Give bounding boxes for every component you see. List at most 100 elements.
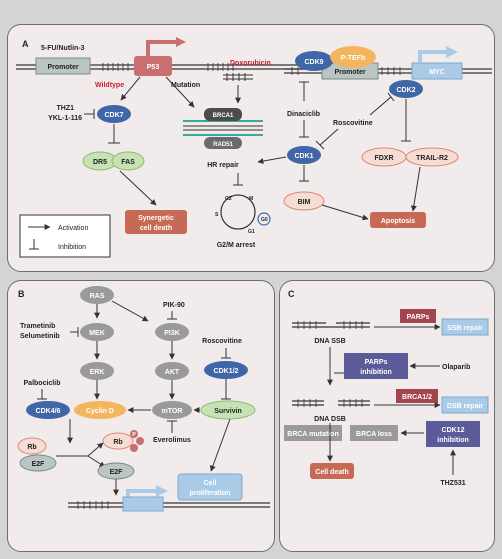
ras-to-pi3k-arrow <box>111 300 149 322</box>
dsb-repair-label: DSB repair <box>447 403 483 410</box>
thz531-label: THZ531 <box>440 480 465 487</box>
ssb-repair-label: SSB repair <box>447 325 483 332</box>
trametinib-label: Trametinib <box>20 323 55 330</box>
everolimus-label: Everolimus <box>153 437 191 444</box>
cdk46-node <box>26 401 70 419</box>
hr-complex <box>183 108 263 149</box>
cdk46-label: CDK4/6 <box>36 408 61 415</box>
synergetic-label-1: Synergetic <box>138 215 174 222</box>
dinaciclib-label: Dinaciclib <box>287 111 320 118</box>
cdk1-node <box>287 146 321 164</box>
brca-mutation-box <box>284 425 342 441</box>
panel-c-letter: C <box>288 289 295 299</box>
ptefb-node <box>330 46 376 68</box>
cell-death-box <box>310 463 354 479</box>
cdk2-label: CDK2 <box>396 87 415 94</box>
dna-rungs-right <box>291 67 401 75</box>
trail-node <box>405 147 459 167</box>
brca12-label: BRCA1/2 <box>402 394 432 401</box>
selumetinib-label: Selumetinib <box>20 333 60 340</box>
junction-to-e2f-arrow <box>87 455 106 468</box>
e2f-node <box>19 454 57 472</box>
parps-box <box>400 309 436 323</box>
g1-label: G1 <box>248 229 255 235</box>
survivin-to-prolif-arrow <box>210 418 231 472</box>
panel-b: B RAS PIK-90 Trametinib Selumetinib MEK … <box>7 280 275 552</box>
promoter-box <box>35 57 91 75</box>
panel-a-diagram: A 5-FU/Nutlin-3 Promoter P53 Wildtype Mu… <box>16 37 492 258</box>
panel-c-diagram: C DNA SSB PARPs SSB repair PARPs inhibit… <box>284 289 489 487</box>
legend-inhibition-label: Inhibition <box>58 244 86 251</box>
p53-label: P53 <box>147 64 160 71</box>
mtor-label: mTOR <box>162 408 183 415</box>
ssb-repair-box <box>441 318 489 336</box>
cdk12-inh-label-2: inhibition <box>437 437 469 444</box>
mek-node <box>80 323 114 341</box>
myc-label: MYC <box>429 69 445 76</box>
cdk7-label: CDK7 <box>104 112 123 119</box>
doxorubicin-dna-icon <box>223 73 253 81</box>
e2f-label: E2F <box>32 461 46 468</box>
cdk9-node <box>295 51 333 71</box>
survivin-label: Survivin <box>214 408 242 415</box>
promoter-label: Promoter <box>47 64 78 71</box>
panel-b-letter: B <box>18 289 25 299</box>
gene-box-b <box>122 496 164 512</box>
pik90-label: PIK-90 <box>163 302 185 309</box>
phospho-2 <box>136 437 144 445</box>
myc-box <box>411 62 463 80</box>
cdk12-inh-box <box>426 421 480 447</box>
cdk2-node <box>389 80 423 98</box>
prolif-label-1: Cell <box>204 480 217 487</box>
dr5-to-death-arrow <box>119 170 157 206</box>
dna-rungs-b <box>77 501 109 509</box>
cdk9-label: CDK9 <box>304 59 323 66</box>
cell-death-label: Cell death <box>315 469 348 476</box>
apoptosis-box <box>370 212 426 228</box>
m-label: M <box>249 196 253 202</box>
akt-label: AKT <box>165 369 180 376</box>
roscovitine-to-cdk1-line <box>319 128 339 146</box>
mutation-label: Mutation <box>171 82 200 89</box>
ykl-label: YKL-1-116 <box>48 115 82 122</box>
dna-dsb-rungs <box>297 399 363 407</box>
parps-inh-label-1: PARPs <box>365 359 388 366</box>
parps-inh-box <box>344 353 408 379</box>
phospho-label: P <box>132 432 136 438</box>
erk-node <box>80 362 114 380</box>
trail-to-apoptosis-arrow <box>410 166 421 212</box>
phospho-1 <box>130 430 138 438</box>
cyclind-node <box>74 401 126 419</box>
roscovitine-to-cdk2-line <box>369 96 392 116</box>
p53-to-brca-arrow <box>165 76 195 108</box>
bim-node <box>283 191 325 211</box>
g2m-arrest-label: G2/M arrest <box>217 242 256 249</box>
e2f2-label: E2F <box>110 469 124 476</box>
ras-label: RAS <box>90 293 105 300</box>
rb-label: Rb <box>27 444 36 451</box>
bim-to-apoptosis-arrow <box>321 204 369 221</box>
cdk12-label: CDK1/2 <box>214 368 239 375</box>
panel-c: C DNA SSB PARPs SSB repair PARPs inhibit… <box>279 280 495 552</box>
fdxr-label: FDXR <box>374 155 393 162</box>
parps-label: PARPs <box>407 314 430 321</box>
cyclind-label: Cyclin D <box>86 408 114 415</box>
g0-label: G0 <box>261 217 268 223</box>
brca-loss-label: BRCA loss <box>356 431 392 438</box>
palbociclib-label: Palbociclib <box>24 380 61 387</box>
fas-label: FAS <box>121 159 135 166</box>
legend-activation-label: Activation <box>58 225 88 232</box>
brca-mutation-label: BRCA mutation <box>287 431 338 438</box>
panel-a-letter: A <box>22 39 29 49</box>
cdk12-node <box>204 361 248 379</box>
apoptosis-label: Apoptosis <box>381 218 415 225</box>
brca12-box <box>396 389 438 403</box>
panel-a: A 5-FU/Nutlin-3 Promoter P53 Wildtype Mu… <box>7 24 495 272</box>
cdk12-inh-label-1: CDK12 <box>442 427 465 434</box>
cell-cycle-circle <box>220 194 256 230</box>
g0-circle <box>257 212 271 226</box>
dsb-repair-box <box>441 396 489 414</box>
dna-rungs-left <box>102 63 234 71</box>
ras-node <box>80 286 114 304</box>
phospho-3 <box>130 444 138 452</box>
